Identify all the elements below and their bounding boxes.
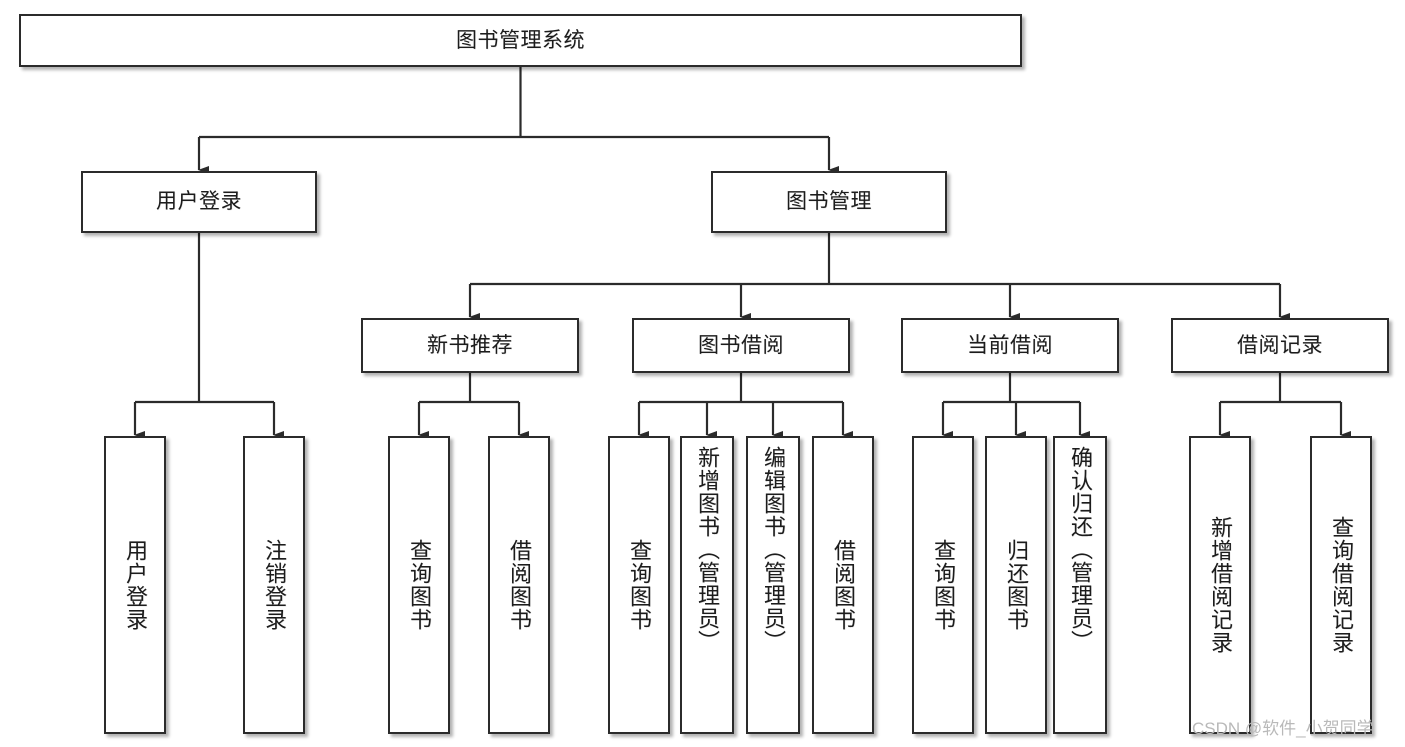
node-current-borrow-label: 当前借阅 [967,333,1053,357]
node-leaf-edit-book[interactable]: 编辑图书（管理员） [746,436,800,734]
node-leaf-query-book-1-label: 查询图书 [406,539,432,631]
node-root[interactable]: 图书管理系统 [19,14,1022,67]
node-leaf-logout-label: 注销登录 [261,539,287,631]
node-leaf-borrow-book-2-label: 借阅图书 [830,539,856,631]
node-leaf-edit-book-label: 编辑图书（管理员） [760,446,786,653]
node-root-label: 图书管理系统 [456,28,585,52]
node-leaf-user-login-label: 用户登录 [122,539,148,631]
csdn-watermark: CSDN @软件_小贺同学 [1192,719,1374,738]
node-leaf-add-record[interactable]: 新增借阅记录 [1189,436,1251,734]
node-leaf-borrow-book-1-label: 借阅图书 [506,539,532,631]
node-leaf-query-book-2[interactable]: 查询图书 [608,436,670,734]
node-leaf-borrow-book-1[interactable]: 借阅图书 [488,436,550,734]
node-leaf-add-record-label: 新增借阅记录 [1207,516,1233,654]
node-book-borrow-label: 图书借阅 [698,333,784,357]
node-current-borrow[interactable]: 当前借阅 [901,318,1119,373]
node-leaf-return-book[interactable]: 归还图书 [985,436,1047,734]
node-new-book-rec-label: 新书推荐 [427,333,513,357]
node-leaf-confirm-return-label: 确认归还（管理员） [1067,446,1093,653]
node-borrow-record[interactable]: 借阅记录 [1171,318,1389,373]
node-leaf-query-record-label: 查询借阅记录 [1328,516,1354,654]
node-leaf-add-book[interactable]: 新增图书（管理员） [680,436,734,734]
node-leaf-logout[interactable]: 注销登录 [243,436,305,734]
node-leaf-add-book-label: 新增图书（管理员） [694,446,720,653]
node-leaf-query-book-3-label: 查询图书 [930,539,956,631]
node-user-login[interactable]: 用户登录 [81,171,317,233]
node-book-borrow[interactable]: 图书借阅 [632,318,850,373]
node-leaf-query-book-3[interactable]: 查询图书 [912,436,974,734]
node-new-book-rec[interactable]: 新书推荐 [361,318,579,373]
node-leaf-query-book-1[interactable]: 查询图书 [388,436,450,734]
node-book-manage[interactable]: 图书管理 [711,171,947,233]
node-leaf-query-book-2-label: 查询图书 [626,539,652,631]
node-borrow-record-label: 借阅记录 [1237,333,1323,357]
node-leaf-confirm-return[interactable]: 确认归还（管理员） [1053,436,1107,734]
node-leaf-return-book-label: 归还图书 [1003,539,1029,631]
node-leaf-borrow-book-2[interactable]: 借阅图书 [812,436,874,734]
node-user-login-label: 用户登录 [156,190,242,214]
node-leaf-user-login[interactable]: 用户登录 [104,436,166,734]
node-book-manage-label: 图书管理 [786,190,872,214]
node-leaf-query-record[interactable]: 查询借阅记录 [1310,436,1372,734]
